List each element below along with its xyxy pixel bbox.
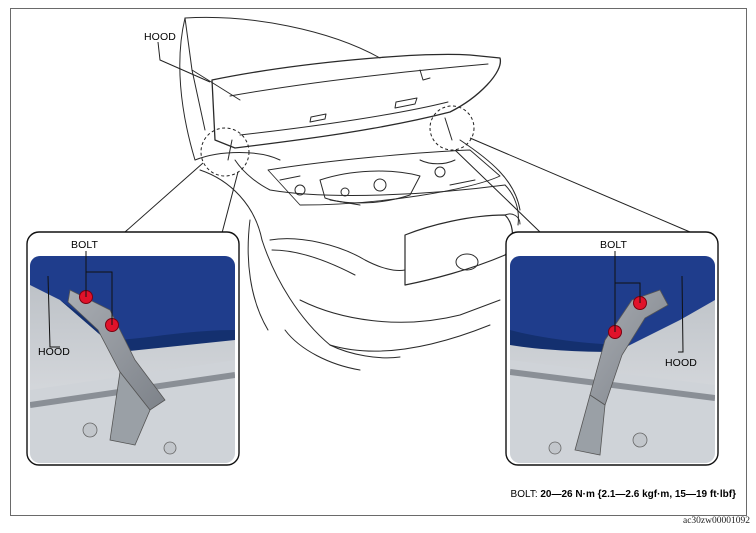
bolt-label-left: BOLT: [71, 239, 99, 251]
torque-spec-value: 20—26 N·m {2.1—2.6 kgf·m, 15—19 ft·lbf}: [540, 489, 736, 500]
torque-spec-prefix: BOLT:: [510, 489, 538, 500]
detail-callout-circles: [200, 105, 475, 177]
car-outline: [179, 16, 521, 371]
torque-specification: BOLT: 20—26 N·m {2.1—2.6 kgf·m, 15—19 ft…: [511, 489, 736, 500]
left-inset-detail: [26, 231, 240, 466]
right-inset-detail: [505, 231, 719, 466]
callout-lines: [124, 41, 691, 234]
hood-label-right: HOOD: [665, 357, 697, 369]
hood-label-main: HOOD: [144, 31, 176, 43]
hood-label-left: HOOD: [38, 346, 70, 358]
figure-code: ac30zw00001092: [682, 516, 750, 526]
bolt-label-right: BOLT: [600, 239, 628, 251]
